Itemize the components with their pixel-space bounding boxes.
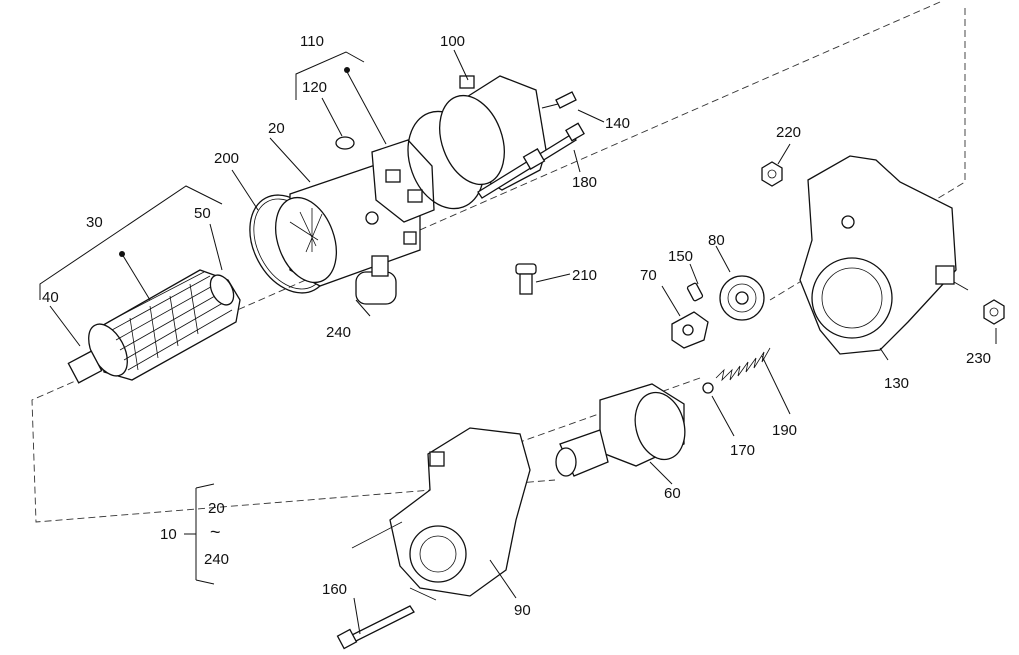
label-180: 180 <box>572 174 597 191</box>
label-70: 70 <box>640 267 657 284</box>
gear-assembly-part <box>671 275 765 349</box>
label-range-to: 240 <box>204 551 229 568</box>
part-labels: 110 100 120 140 20 220 200 180 30 50 80 … <box>42 33 991 619</box>
label-170: 170 <box>730 442 755 459</box>
label-120: 120 <box>302 79 327 96</box>
ball-part <box>702 382 714 394</box>
label-110: 110 <box>300 33 324 50</box>
label-100: 100 <box>440 33 465 50</box>
label-40: 40 <box>42 289 59 306</box>
long-bolt-part <box>336 605 415 650</box>
label-240: 240 <box>326 324 351 341</box>
housing-part <box>799 155 969 355</box>
label-160: 160 <box>322 581 347 598</box>
label-50: 50 <box>194 205 211 222</box>
label-220: 220 <box>776 124 801 141</box>
label-range-tilde: ~ <box>210 522 221 542</box>
pinion-clutch-part <box>555 383 686 477</box>
label-230: 230 <box>966 350 991 367</box>
brush-holder-part <box>335 136 435 245</box>
nut-230-part <box>983 299 1005 325</box>
label-200: 200 <box>214 150 239 167</box>
group-markers <box>119 67 350 257</box>
screw-part <box>541 91 577 109</box>
label-210: 210 <box>572 267 597 284</box>
spring-part <box>715 347 771 382</box>
label-80: 80 <box>708 232 725 249</box>
rear-cover-part <box>407 75 547 210</box>
drive-housing-part <box>351 427 531 601</box>
leader-lines <box>39 49 997 635</box>
label-10: 10 <box>160 526 177 543</box>
label-140: 140 <box>605 115 630 132</box>
label-150: 150 <box>668 248 693 265</box>
bolt-210-part <box>515 263 537 295</box>
label-60: 60 <box>664 485 681 502</box>
label-20: 20 <box>268 120 285 137</box>
through-bolt-part <box>477 122 585 199</box>
label-90: 90 <box>514 602 531 619</box>
label-190: 190 <box>772 422 797 439</box>
nut-220-part <box>761 161 783 187</box>
label-130: 130 <box>884 375 909 392</box>
armature-part <box>67 269 241 384</box>
label-30: 30 <box>86 214 103 231</box>
label-range-from: 20 <box>208 500 225 517</box>
